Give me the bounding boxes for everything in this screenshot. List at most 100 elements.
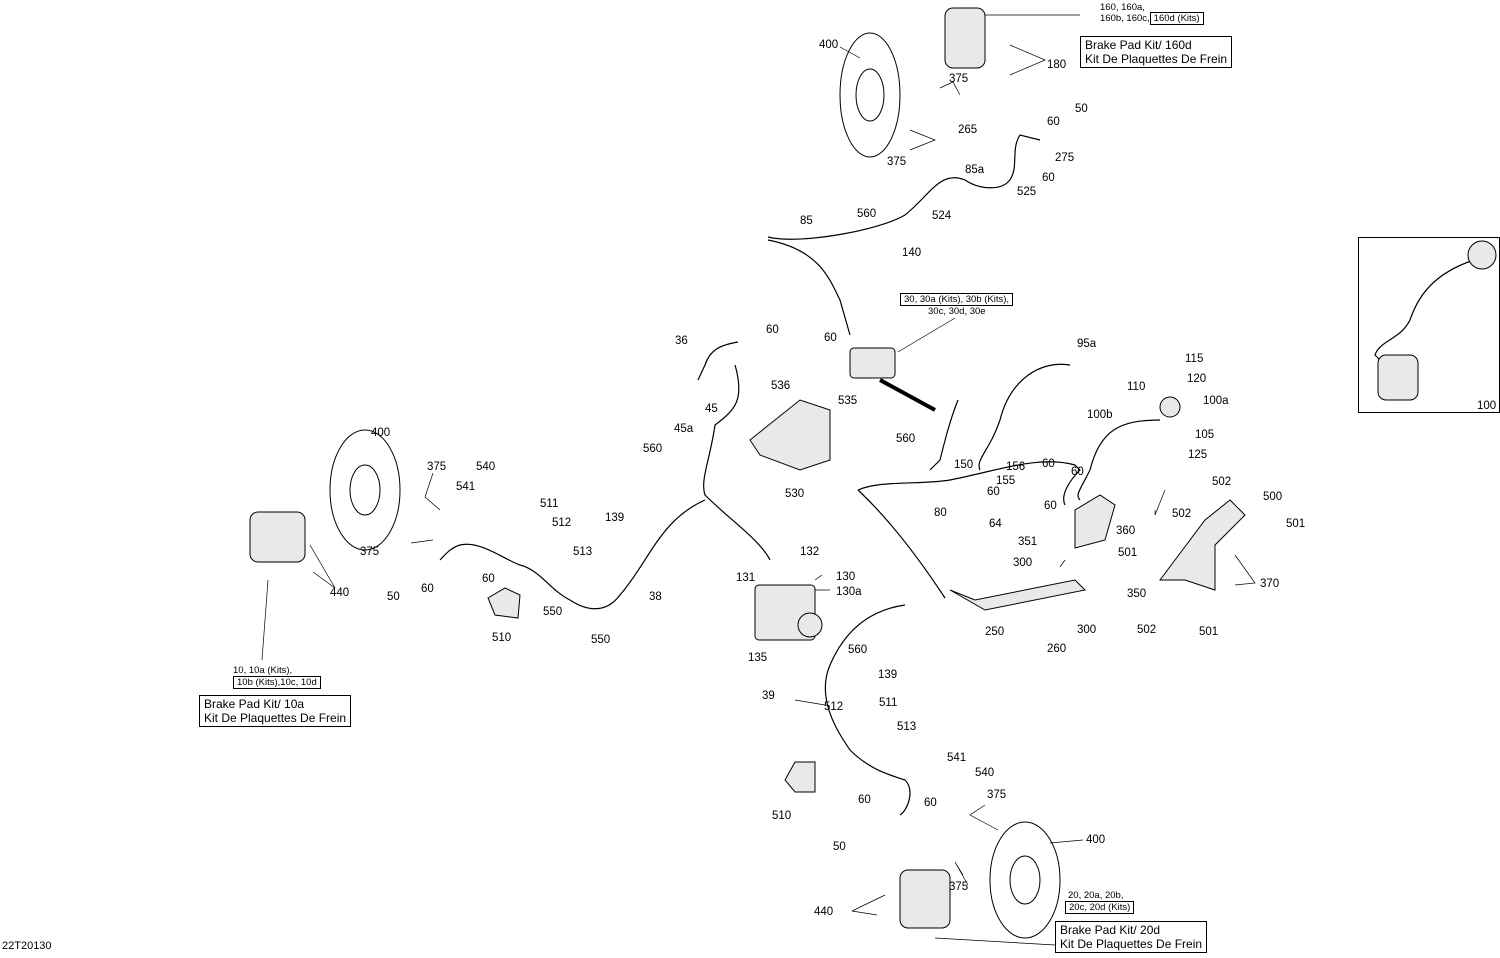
callout-400-bottom: 400 xyxy=(1086,834,1106,846)
callout-440-b: 440 xyxy=(814,906,834,918)
callout-45: 45 xyxy=(705,403,718,415)
callout-156: 156 xyxy=(1006,461,1026,473)
callout-135: 135 xyxy=(748,652,768,664)
callout-139-b: 139 xyxy=(878,669,898,681)
callout-511-b: 511 xyxy=(879,697,898,709)
master-cylinder xyxy=(849,347,896,379)
callout-30c: 30c, 30d, 30e xyxy=(928,306,986,317)
callout-375-a: 375 xyxy=(949,73,969,85)
callout-39: 39 xyxy=(762,690,775,702)
callout-100b: 100b xyxy=(1087,409,1113,421)
callout-100a: 100a xyxy=(1203,395,1229,407)
callout-541-b: 541 xyxy=(947,752,967,764)
callout-60-l: 60 xyxy=(924,797,937,809)
callout-375-b: 375 xyxy=(887,156,907,168)
callout-400-left: 400 xyxy=(371,427,391,439)
brake-pad-kit-160d-box: Brake Pad Kit/ 160d Kit De Plaquettes De… xyxy=(1080,36,1233,68)
callout-375-e: 375 xyxy=(987,789,1007,801)
caliper-top xyxy=(944,7,986,69)
kit-20d-line2: Kit De Plaquettes De Frein xyxy=(1060,937,1203,951)
callout-60-e: 60 xyxy=(1042,458,1055,470)
callout-50-b: 50 xyxy=(387,591,400,603)
callout-150: 150 xyxy=(954,459,974,471)
callout-540-a: 540 xyxy=(476,461,496,473)
callout-502-b: 502 xyxy=(1172,508,1192,520)
callout-60-g: 60 xyxy=(987,486,1000,498)
kit-160d-line2: Kit De Plaquettes De Frein xyxy=(1085,52,1228,66)
brake-pad-kit-10a-box: Brake Pad Kit/ 10a Kit De Plaquettes De … xyxy=(199,695,352,727)
brake-disc-top xyxy=(839,32,901,158)
callout-64: 64 xyxy=(989,518,1002,530)
brake-line-36 xyxy=(697,341,739,381)
callout-115: 115 xyxy=(1185,353,1204,365)
kit-ref-20: 20, 20a, 20b, xyxy=(1068,890,1124,901)
diagram-reference-code: 22T20130 xyxy=(2,940,52,952)
callout-50-a: 50 xyxy=(1075,103,1088,115)
callout-30-kits: 30, 30a (Kits), 30b (Kits), xyxy=(900,293,1014,306)
callout-560-b: 560 xyxy=(643,443,663,455)
callout-85a: 85a xyxy=(965,164,985,176)
callout-350: 350 xyxy=(1127,588,1147,600)
kit-160d-line1: Brake Pad Kit/ 160d xyxy=(1085,38,1192,52)
leader-lines xyxy=(261,14,1256,946)
callout-38: 38 xyxy=(649,591,662,603)
brake-line-80b xyxy=(857,489,946,599)
callout-541-a: 541 xyxy=(456,481,476,493)
callout-160b: 160b, 160c,160d (Kits) xyxy=(1100,12,1204,25)
callout-60-c: 60 xyxy=(766,324,779,336)
callout-60-a: 60 xyxy=(1047,116,1060,128)
callout-139-a: 139 xyxy=(605,512,625,524)
callout-160b-text: 160b, 160c, xyxy=(1100,13,1150,24)
callout-510-a: 510 xyxy=(492,632,512,644)
callout-60-i: 60 xyxy=(421,583,434,595)
callout-80: 80 xyxy=(934,507,947,519)
callout-501-a: 501 xyxy=(1286,518,1306,530)
callout-275: 275 xyxy=(1055,152,1075,164)
callout-160-kits: 160d (Kits) xyxy=(1149,12,1204,25)
callout-30: 30, 30a (Kits), 30b (Kits), xyxy=(900,293,1014,306)
brake-line-85 xyxy=(767,134,1041,240)
callout-535: 535 xyxy=(838,395,858,407)
callout-110: 110 xyxy=(1127,381,1146,393)
callout-375-d: 375 xyxy=(360,546,380,558)
kit-10a-line1: Brake Pad Kit/ 10a xyxy=(204,697,305,711)
callout-370: 370 xyxy=(1260,578,1280,590)
caliper-bottom xyxy=(899,869,951,929)
callout-512-b: 512 xyxy=(824,701,844,713)
callout-160: 160, 160a, xyxy=(1100,2,1145,13)
callout-351: 351 xyxy=(1018,536,1038,548)
kit-10a-line2: Kit De Plaquettes De Frein xyxy=(204,711,347,725)
kit-ref-10b-text: 10b (Kits),10c, 10d xyxy=(233,676,321,689)
callout-180: 180 xyxy=(1047,59,1067,71)
callout-560-c: 560 xyxy=(896,433,916,445)
callout-125: 125 xyxy=(1188,449,1208,461)
callout-131: 131 xyxy=(736,572,756,584)
callout-560-a: 560 xyxy=(857,208,877,220)
reservoir xyxy=(1159,396,1181,418)
callout-95a: 95a xyxy=(1077,338,1097,350)
pedal-bracket xyxy=(1159,499,1246,591)
callout-130: 130 xyxy=(836,571,856,583)
callout-300-a: 300 xyxy=(1013,557,1033,569)
callout-502-c: 502 xyxy=(1137,624,1157,636)
caliper-left xyxy=(249,511,306,563)
callout-36: 36 xyxy=(675,335,688,347)
callout-250: 250 xyxy=(985,626,1005,638)
brake-pad-kit-20d-box: Brake Pad Kit/ 20d Kit De Plaquettes De … xyxy=(1055,921,1208,953)
kit-ref-10b: 10b (Kits),10c, 10d xyxy=(233,676,321,689)
callout-512-a: 512 xyxy=(552,517,572,529)
callout-440-a: 440 xyxy=(330,587,350,599)
callout-560-d: 560 xyxy=(848,644,868,656)
callout-501-b: 501 xyxy=(1118,547,1138,559)
callout-540-b: 540 xyxy=(975,767,995,779)
callout-536: 536 xyxy=(771,380,791,392)
callout-375-c: 375 xyxy=(427,461,447,473)
callout-60-b: 60 xyxy=(1042,172,1055,184)
callout-400-top: 400 xyxy=(819,39,839,51)
kit-ref-20c: 20c, 20d (Kits) xyxy=(1065,901,1135,914)
brake-pedal xyxy=(949,579,1087,611)
brake-line-38 xyxy=(439,499,706,610)
mount-bracket-left xyxy=(487,587,521,619)
brake-line-95a xyxy=(978,363,1071,471)
